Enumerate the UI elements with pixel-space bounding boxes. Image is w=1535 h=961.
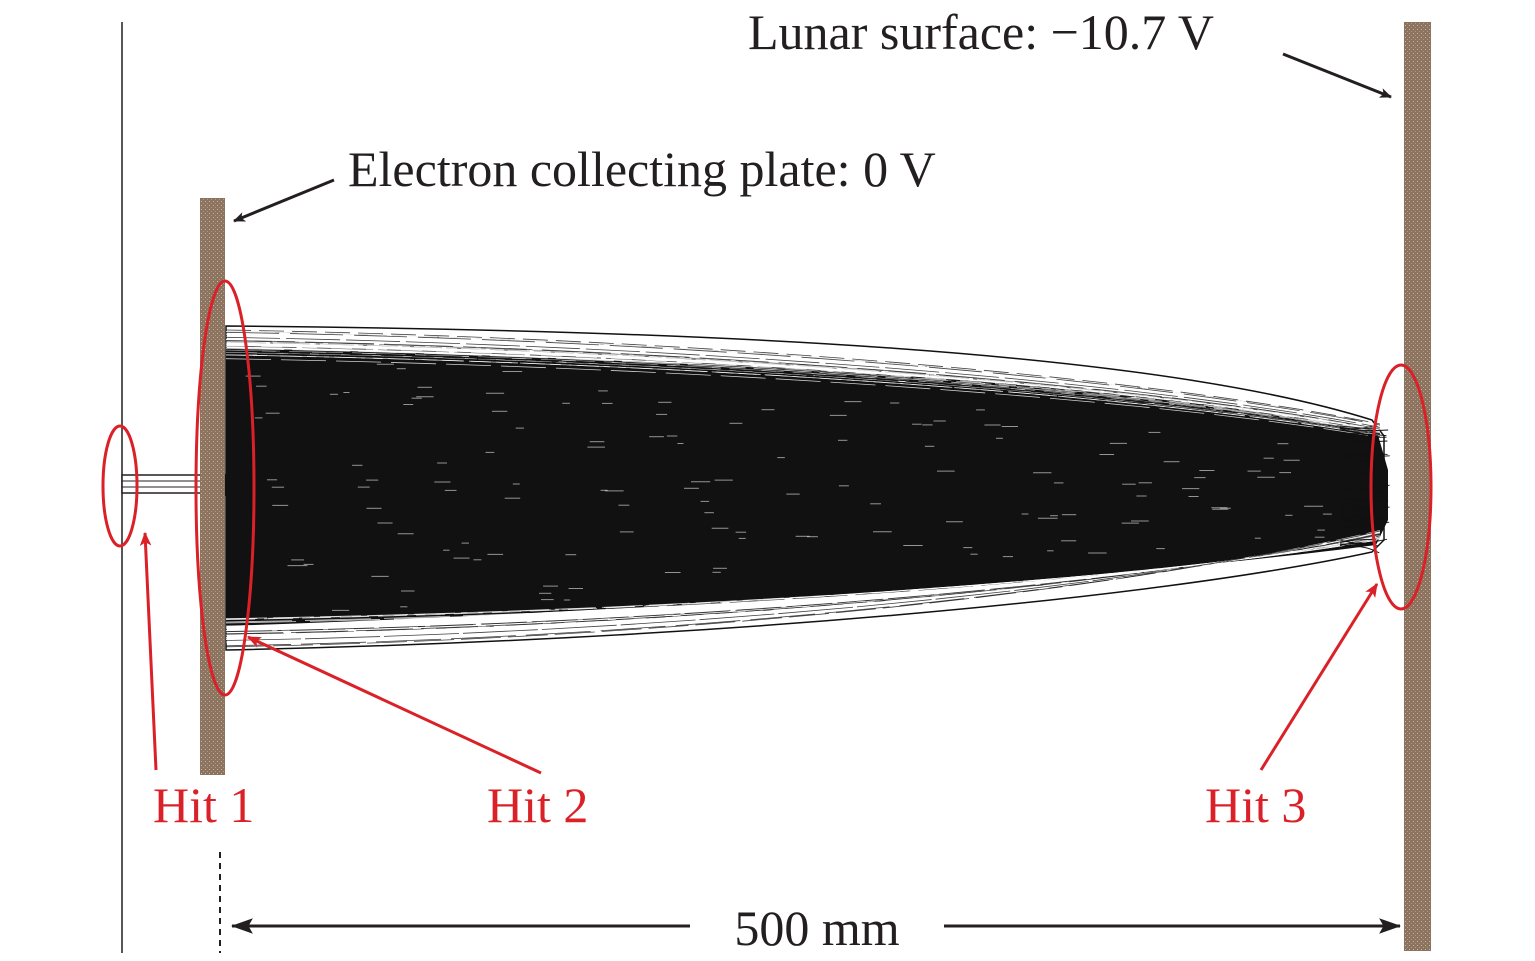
trajectory-line: [225, 530, 1381, 641]
trajectory-fray: [1339, 437, 1388, 442]
trajectory-fray: [1339, 452, 1388, 455]
trajectory-line: [225, 348, 1381, 433]
trajectory-line: [225, 343, 1381, 431]
trajectory-line: [225, 336, 1381, 428]
distance-dimension: 500 mm: [230, 900, 1402, 956]
hit2-arrow: [246, 635, 542, 775]
trajectory-fray: [1339, 497, 1389, 502]
trajectory-fray: [1339, 516, 1387, 522]
trajectory-fray: [1339, 425, 1376, 430]
hit2-ellipse: [194, 279, 256, 697]
hit2-label: Hit 2: [487, 777, 588, 833]
hit-annotations: [101, 279, 1433, 775]
hit3-ellipse: [1369, 363, 1433, 611]
source-rod: [121, 474, 205, 494]
trajectory-fray: [1339, 456, 1380, 462]
hit3-label: Hit 3: [1205, 777, 1306, 833]
trajectory-line: [225, 350, 1381, 434]
trajectory-fray: [1339, 505, 1390, 509]
trajectory-line: [225, 351, 1381, 435]
distance-label: 500 mm: [734, 900, 899, 956]
trajectory-line: [225, 532, 1381, 636]
trajectory-line: [225, 528, 1381, 648]
trajectory-lines: [225, 329, 1390, 648]
trajectory-fray: [1339, 508, 1385, 512]
hit1-ellipse: [101, 424, 139, 548]
trajectory-line: [225, 333, 1381, 427]
trajectory-line: [225, 341, 1381, 431]
trajectory-fray: [1339, 455, 1390, 458]
trajectory-line: [225, 353, 1381, 436]
beam-core: [226, 348, 1388, 626]
trajectory-line: [225, 528, 1381, 647]
trajectory-fray: [1339, 434, 1387, 439]
trajectory-line: [225, 358, 1381, 438]
trajectory-fray: [1339, 425, 1373, 430]
trajectory-fray: [1339, 484, 1390, 489]
lunar-surface-label: Lunar surface: −10.7 V: [748, 4, 1214, 60]
lunar-surface-plate: [1404, 22, 1431, 951]
trajectory-fray: [1339, 469, 1380, 475]
trajectory-fray: [1339, 428, 1375, 433]
electron-beam: [225, 325, 1390, 651]
trajectory-fray: [1339, 488, 1384, 495]
trajectory-fray: [1339, 491, 1388, 493]
trajectory-line: [225, 354, 1381, 436]
trajectory-line: [225, 345, 1381, 432]
trajectory-line: [225, 329, 1381, 425]
trajectory-line: [225, 537, 1381, 624]
trajectory-fray: [1339, 442, 1371, 445]
hit1-arrow: [139, 531, 158, 771]
lunar-surface-arrow: [1282, 52, 1392, 99]
trajectory-fray: [1339, 506, 1388, 513]
trajectory-line: [225, 338, 1381, 429]
trajectory-line: [225, 356, 1381, 438]
trajectory-fray: [1339, 539, 1372, 544]
hit1-label: Hit 1: [153, 777, 254, 833]
trajectory-fray: [1339, 451, 1372, 457]
trajectory-fray: [1339, 521, 1390, 527]
trajectory-fray: [1339, 427, 1389, 431]
hit3-arrow: [1259, 583, 1379, 771]
trajectory-fray: [1339, 435, 1387, 438]
collecting-plate-label: Electron collecting plate: 0 V: [348, 141, 936, 197]
trajectory-line: [225, 331, 1381, 426]
trajectory-line: [225, 340, 1381, 430]
trajectory-fray: [1339, 465, 1379, 472]
trajectory-line: [225, 535, 1381, 629]
collecting-plate-arrow: [233, 178, 335, 223]
trajectory-fray: [1339, 518, 1378, 524]
